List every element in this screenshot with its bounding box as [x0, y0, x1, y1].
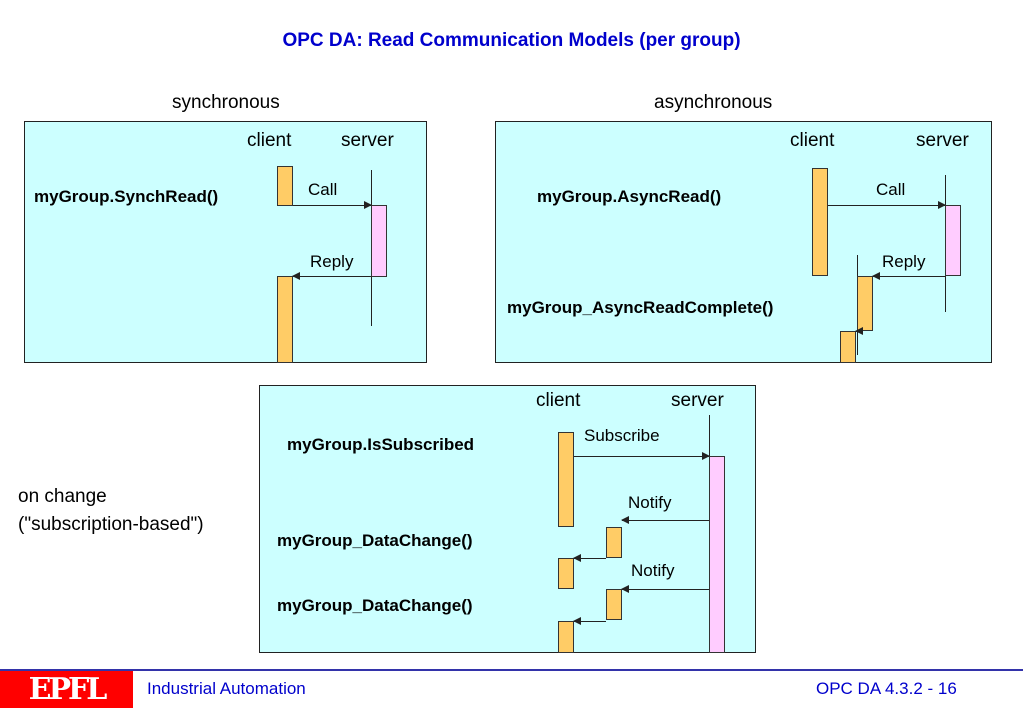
change-notify1-label: Notify — [628, 493, 672, 512]
sync-method-label: myGroup.SynchRead() — [34, 187, 219, 206]
page-title: OPC DA: Read Communication Models (per g… — [282, 30, 741, 51]
change-callback1-label: myGroup_DataChange() — [277, 531, 473, 550]
change-callback2-label: myGroup_DataChange() — [277, 596, 473, 615]
change-diagram-box — [259, 385, 756, 653]
async-callback-label: myGroup_AsyncReadComplete() — [507, 298, 774, 317]
sync-diagram-box — [24, 121, 427, 363]
change-subscribe-arrow — [574, 452, 710, 460]
async-reply-arrow — [872, 272, 945, 280]
sync-heading: synchronous — [172, 92, 280, 113]
footer-divider — [0, 669, 1023, 671]
sync-reply-arrow — [292, 272, 371, 280]
sync-server-activation — [371, 205, 387, 277]
change-client-activation — [558, 558, 574, 589]
async-call-arrow — [828, 201, 946, 209]
async-server-label: server — [916, 130, 969, 151]
change-subscribe-label: Subscribe — [584, 426, 660, 445]
async-server-activation — [945, 205, 961, 276]
change-server-activation — [709, 456, 725, 653]
change-callback-activation — [606, 527, 622, 558]
sync-client-activation — [277, 276, 293, 363]
sync-client-label: client — [247, 130, 292, 151]
async-heading: asynchronous — [654, 92, 773, 113]
sync-reply-label: Reply — [310, 252, 354, 271]
change-callback-activation — [606, 589, 622, 620]
sync-server-label: server — [341, 130, 394, 151]
async-callback-activation — [857, 276, 873, 331]
async-client-label: client — [790, 130, 835, 151]
async-client-activation — [840, 331, 856, 363]
footer-page-number: OPC DA 4.3.2 - 16 — [816, 679, 957, 698]
change-client-activation — [558, 621, 574, 653]
async-reply-label: Reply — [882, 252, 926, 271]
change-server-label: server — [671, 390, 724, 411]
change-notify1-arrow — [621, 516, 709, 524]
change-client-label: client — [536, 390, 581, 411]
sync-call-label: Call — [308, 180, 338, 199]
async-diagram-box — [495, 121, 992, 363]
change-notify2-arrow — [621, 585, 709, 593]
epfl-logo — [0, 671, 133, 708]
change-server-lifeline — [709, 415, 710, 457]
change-heading-line1: on change — [18, 486, 107, 507]
epfl-logo-text: EPFL — [28, 672, 108, 707]
async-complete-arrow — [855, 327, 863, 335]
change-client-activation — [558, 432, 574, 527]
change-notify2-label: Notify — [631, 561, 675, 580]
change-callback1-return-arrow — [573, 554, 606, 562]
sync-call-arrow — [293, 201, 372, 209]
async-method-label: myGroup.AsyncRead() — [537, 187, 722, 206]
change-method-label: myGroup.IsSubscribed — [287, 435, 475, 454]
async-client-activation — [812, 168, 828, 276]
change-heading-line2: ("subscription-based") — [18, 514, 204, 535]
sync-client-activation — [277, 166, 293, 206]
change-callback2-return-arrow — [573, 617, 606, 625]
footer-course: Industrial Automation — [147, 679, 306, 698]
async-call-label: Call — [876, 180, 906, 199]
